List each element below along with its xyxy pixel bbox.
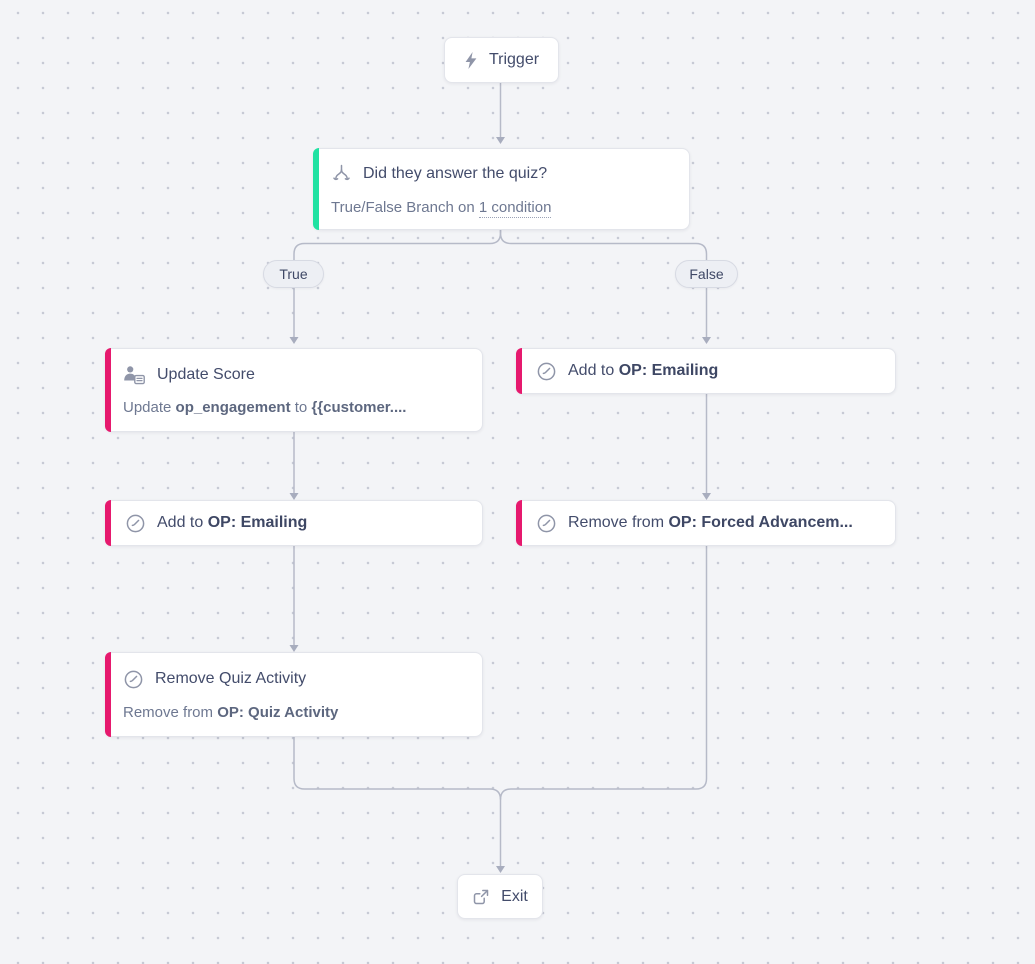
automation-name: OP: Forced Advancem... bbox=[668, 514, 853, 531]
update-score-node[interactable]: Update Score Update op_engagement to {{c… bbox=[105, 348, 483, 432]
arrowhead bbox=[289, 645, 299, 652]
connector-merge-left bbox=[293, 737, 502, 800]
update-score-subtitle: Update op_engagement to {{customer.... bbox=[123, 399, 466, 416]
false-pill-label: False bbox=[689, 266, 724, 282]
node-title: Remove from OP: Forced Advancem... bbox=[568, 514, 853, 532]
branch-title: Did they answer the quiz? bbox=[363, 164, 548, 182]
arrowhead bbox=[289, 493, 299, 500]
exit-icon bbox=[472, 888, 490, 906]
condition-count-link[interactable]: 1 condition bbox=[478, 198, 552, 218]
automation-gauge-icon bbox=[123, 669, 144, 690]
automation-gauge-icon bbox=[536, 361, 557, 382]
automation-name: OP: Quiz Activity bbox=[217, 703, 339, 721]
action-verb: Add to bbox=[568, 362, 619, 379]
action-accent-bar bbox=[105, 500, 111, 546]
action-verb: Add to bbox=[157, 514, 208, 531]
trigger-node[interactable]: Trigger bbox=[444, 37, 559, 83]
action-accent-bar bbox=[516, 500, 522, 546]
automation-gauge-icon bbox=[536, 513, 557, 534]
remove-quiz-title: Remove Quiz Activity bbox=[155, 670, 307, 687]
add-to-emailing-false-node[interactable]: Add to OP: Emailing bbox=[516, 348, 896, 394]
field-value: {{customer.... bbox=[311, 398, 407, 416]
lightning-icon bbox=[464, 51, 478, 69]
subtitle-text: Update bbox=[123, 398, 176, 416]
connector-branch-true bbox=[293, 230, 502, 337]
arrowhead bbox=[496, 137, 505, 144]
node-title: Add to OP: Emailing bbox=[157, 514, 307, 532]
subtitle-text: to bbox=[290, 398, 312, 416]
contact-update-icon bbox=[123, 365, 146, 385]
action-accent-bar bbox=[516, 348, 522, 394]
action-accent-bar bbox=[105, 348, 111, 432]
true-pill-label: True bbox=[279, 266, 308, 282]
action-verb: Remove from bbox=[568, 514, 669, 531]
subtitle-text: Remove from bbox=[123, 703, 218, 721]
branch-accent-bar bbox=[313, 148, 319, 230]
remove-quiz-activity-node[interactable]: Remove Quiz Activity Remove from OP: Qui… bbox=[105, 652, 483, 737]
automation-gauge-icon bbox=[125, 513, 146, 534]
arrowhead bbox=[702, 493, 711, 500]
remove-forced-advancement-node[interactable]: Remove from OP: Forced Advancem... bbox=[516, 500, 896, 546]
automation-name: OP: Emailing bbox=[618, 362, 719, 379]
node-title: Add to OP: Emailing bbox=[568, 362, 718, 380]
true-branch-pill: True bbox=[263, 260, 324, 288]
arrowhead bbox=[702, 337, 711, 344]
branch-subtitle: True/False Branch on 1 condition bbox=[331, 198, 673, 218]
false-branch-pill: False bbox=[675, 260, 738, 288]
trigger-label: Trigger bbox=[488, 51, 540, 68]
branch-node[interactable]: Did they answer the quiz? True/False Bra… bbox=[313, 148, 690, 230]
exit-node[interactable]: Exit bbox=[457, 874, 543, 919]
branch-subtitle-text: True/False Branch on bbox=[331, 198, 479, 216]
field-name: op_engagement bbox=[175, 398, 291, 416]
arrowhead bbox=[496, 866, 505, 873]
connector-branch-false bbox=[499, 230, 708, 337]
automation-name: OP: Emailing bbox=[207, 514, 308, 531]
arrowhead bbox=[289, 337, 299, 344]
action-accent-bar bbox=[105, 652, 111, 737]
exit-label: Exit bbox=[501, 887, 528, 905]
update-score-title: Update Score bbox=[157, 365, 255, 383]
branch-fork-icon bbox=[331, 163, 352, 185]
connector-merge-right bbox=[499, 546, 708, 800]
remove-quiz-subtitle: Remove from OP: Quiz Activity bbox=[123, 704, 466, 721]
add-to-emailing-true-node[interactable]: Add to OP: Emailing bbox=[105, 500, 483, 546]
